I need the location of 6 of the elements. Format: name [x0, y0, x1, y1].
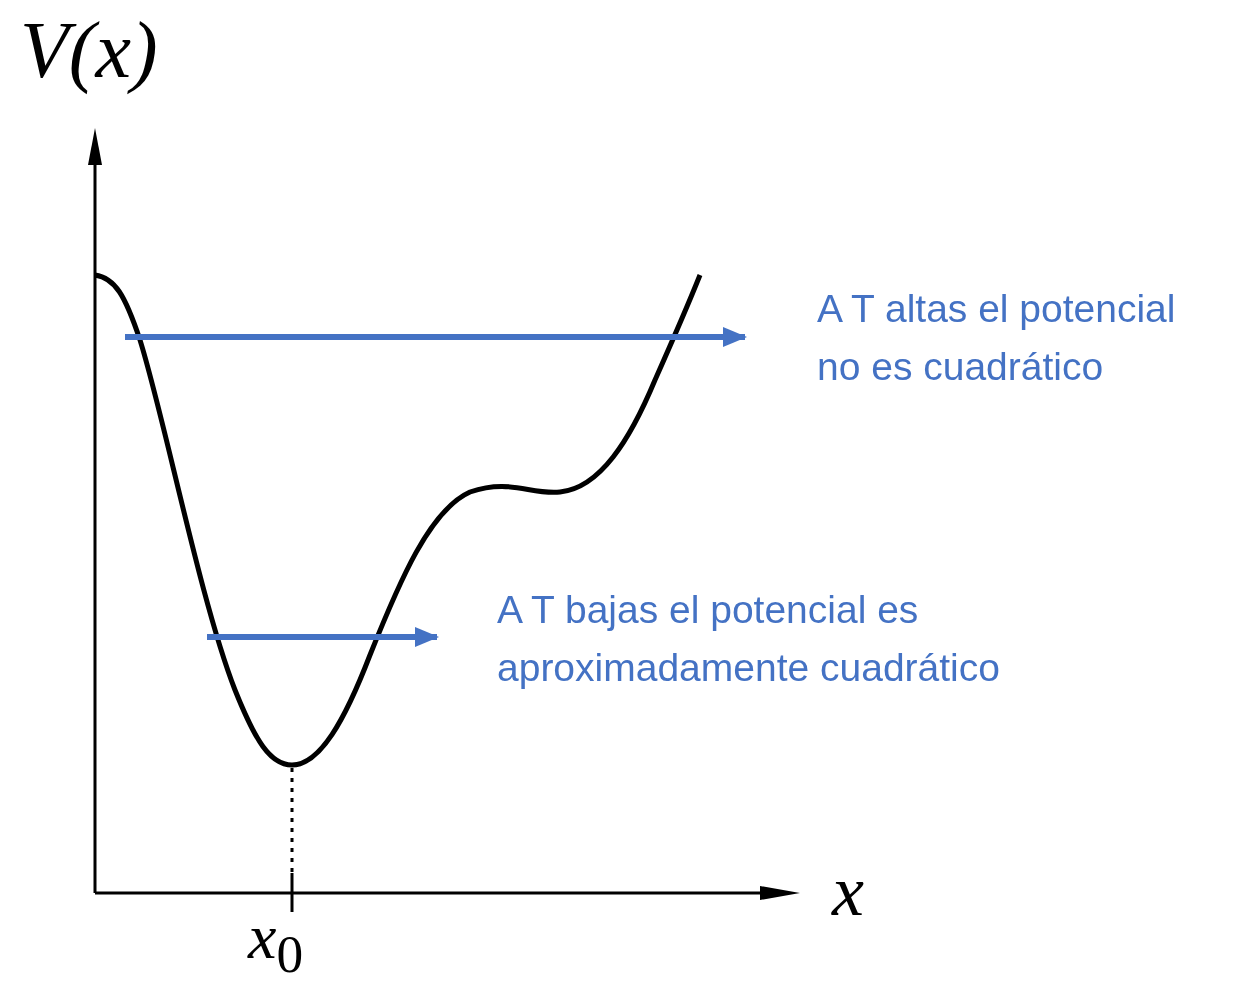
axis-label: x — [832, 855, 864, 927]
arrow — [125, 327, 747, 347]
annotation-text: A T bajas el potencial es aproximadamente cuadrático — [437, 581, 1097, 697]
arrow — [207, 627, 439, 647]
tick-label: x$_{0}$ — [248, 905, 304, 982]
annotation-text: A T altas el potencial no es cuadrático — [745, 280, 1207, 396]
